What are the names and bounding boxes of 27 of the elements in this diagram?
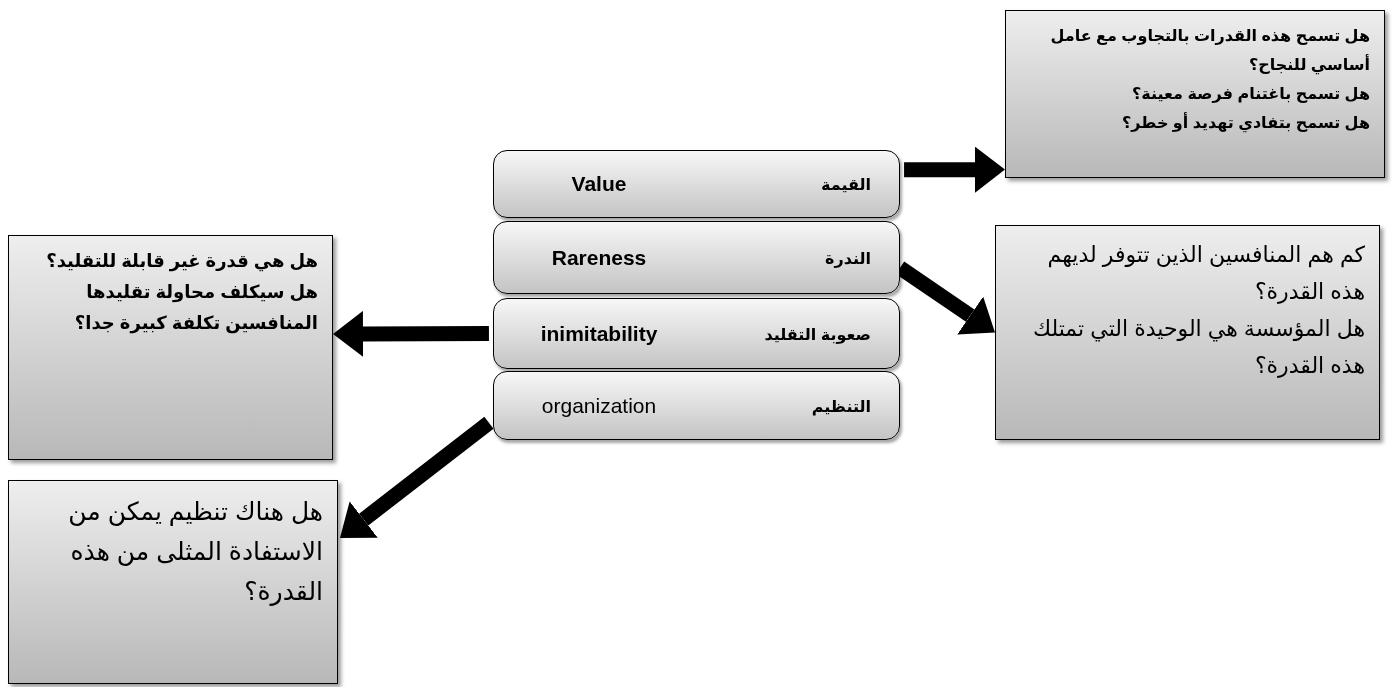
list-item-box <box>493 298 900 369</box>
block-arrow <box>340 416 494 538</box>
arabic-label: التنظيم <box>811 396 871 415</box>
question-text: هل سيكلف محاولة تقليدها المنافسين تكلفة كبيرة جدا؟ <box>73 281 318 336</box>
question-text: هل المؤسسة هي الوحيدة التي تمتلك هذه القدرة؟ <box>1031 315 1365 380</box>
list-item-box <box>493 221 900 294</box>
arabic-label: الندرة <box>825 248 871 267</box>
question-box <box>1005 10 1385 178</box>
question-text: هل هي قدرة غير قابلة للتقليد؟ <box>45 250 318 274</box>
question-box <box>995 225 1380 440</box>
question-text: كم هم المنافسين الذين تتوفر لديهم هذه القدرة؟ <box>1046 241 1365 306</box>
arabic-label: القيمة <box>821 174 871 194</box>
question-text: هل هناك تنظيم يمكن من الاستفادة المثلى من هذه القدرة؟ <box>67 496 323 608</box>
english-label: organization <box>541 393 657 418</box>
english-label: Rareness <box>551 245 647 270</box>
question-text: هل تسمح بتفادي تهديد أو خطر؟ <box>1121 111 1370 135</box>
list-item-box <box>493 150 900 218</box>
arabic-label: صعوبة التقليد <box>764 324 871 343</box>
question-box <box>8 235 333 460</box>
block-arrow <box>333 310 489 357</box>
english-label: inimitability <box>540 321 658 346</box>
block-arrow <box>904 146 1005 193</box>
question-box <box>8 480 338 684</box>
question-text: هل تسمح هذه القدرات بالتجاوب مع عامل أساسي للنجاح؟ <box>1049 26 1370 77</box>
list-item-box <box>493 371 900 440</box>
question-text: هل تسمح باغتنام فرصة معينة؟ <box>1130 84 1370 105</box>
english-label: Value <box>571 172 627 196</box>
